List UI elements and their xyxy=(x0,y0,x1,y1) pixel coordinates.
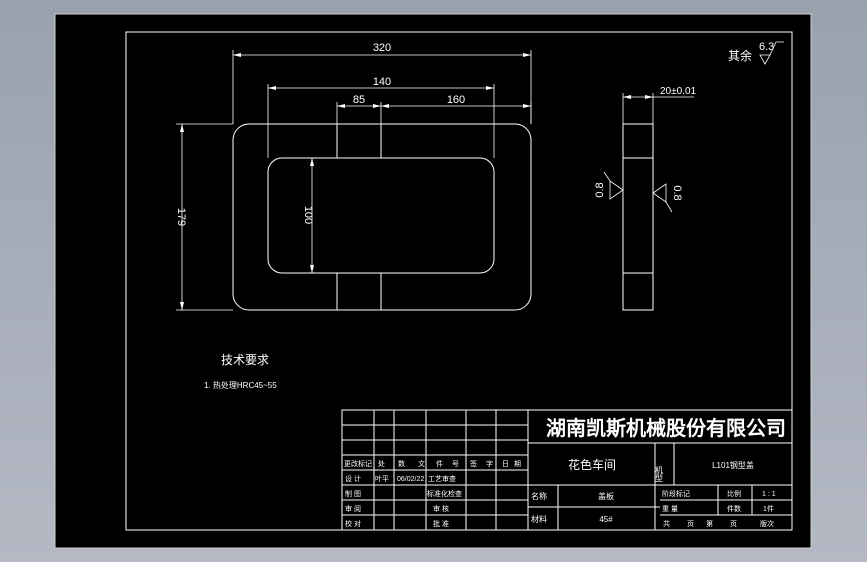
roughness-note: 其余 6.3 xyxy=(728,41,784,65)
roughness-symbol-left xyxy=(603,171,624,200)
sheet-label: 版次 xyxy=(760,519,774,528)
side-view: 20±0.01 0.8 0.8 xyxy=(594,86,697,311)
header-col: 号 xyxy=(452,460,459,468)
sheet-label: 页 xyxy=(730,520,737,528)
row-role: 校 对 xyxy=(345,519,361,528)
name-label: 名称 xyxy=(531,491,547,501)
name-value: 盖板 xyxy=(598,491,614,501)
row-role: 审 阅 xyxy=(345,504,361,513)
tech-requirements-title: 技术要求 xyxy=(221,353,269,367)
weight-label: 重 量 xyxy=(662,505,678,513)
workshop: 花色车间 xyxy=(568,457,616,472)
sheet-label: 页 xyxy=(687,520,694,528)
roughness-right-value: 0.8 xyxy=(671,185,683,200)
header-col: 日 xyxy=(502,460,509,468)
row-role: 制 图 xyxy=(345,489,361,498)
front-view xyxy=(232,123,532,311)
header-col: 签 xyxy=(470,459,477,468)
material-value: 45# xyxy=(599,515,613,524)
roughness-left-value: 0.8 xyxy=(594,182,606,197)
ratio-label: 比例 xyxy=(727,489,741,498)
dim-overall-length: 320 xyxy=(373,42,391,54)
dim-slot-offset: 85 xyxy=(353,94,365,106)
model-label: 机型 xyxy=(655,465,664,482)
header-col: 期 xyxy=(514,460,521,468)
header-col: 文 xyxy=(418,459,425,468)
ratio-value: 1 : 1 xyxy=(762,491,776,498)
pieces-label: 件数 xyxy=(727,504,741,513)
material-label: 材料 xyxy=(531,514,547,524)
header-col: 处 xyxy=(378,459,385,468)
part-name: L101钢型盖 xyxy=(712,460,754,470)
outer-contour xyxy=(232,123,532,311)
roughness-note-value: 6.3 xyxy=(759,41,774,53)
roughness-symbol-right xyxy=(652,183,673,213)
dim-inner-height: 100 xyxy=(302,206,314,224)
pieces-value: 1件 xyxy=(763,504,774,513)
dim-thickness: 20±0.01 xyxy=(660,86,697,97)
stage-label: 阶段标记 xyxy=(662,489,690,498)
sheet-label: 共 xyxy=(663,519,670,528)
row-check: 标准化检查 xyxy=(427,489,462,498)
side-outline xyxy=(622,123,654,311)
row-name: 叶平 xyxy=(375,474,389,483)
row-check: 工艺审查 xyxy=(428,474,456,483)
sheet-label: 第 xyxy=(706,519,713,528)
roughness-note-prefix: 其余 xyxy=(728,48,752,63)
row-date: 06/02/22 xyxy=(397,476,424,483)
row-role: 设 计 xyxy=(345,474,361,483)
model-space xyxy=(54,13,812,549)
front-view-dimensions: 320 140 85 160 179 100 xyxy=(175,42,532,311)
header-col: 字 xyxy=(486,459,493,468)
header-col: 更改标记 xyxy=(344,459,372,468)
tech-requirement-item: 1. 热处理HRC45~55 xyxy=(204,380,277,390)
dim-overall-height: 179 xyxy=(175,208,187,226)
company-name: 湖南凯斯机械股份有限公司 xyxy=(546,416,786,440)
dim-inner-length: 140 xyxy=(373,76,391,88)
dim-slot-to-edge: 160 xyxy=(447,94,465,106)
technical-requirements: 技术要求 1. 热处理HRC45~55 xyxy=(204,353,277,390)
row-check: 审 核 xyxy=(433,504,449,513)
title-block: 更改标记 处 数 文 件 号 签 字 日 期 设 计 叶平 06/02/22 工… xyxy=(341,409,793,531)
header-col: 数 xyxy=(398,459,405,468)
row-check: 批 准 xyxy=(433,519,449,528)
header-col: 件 xyxy=(436,459,443,468)
